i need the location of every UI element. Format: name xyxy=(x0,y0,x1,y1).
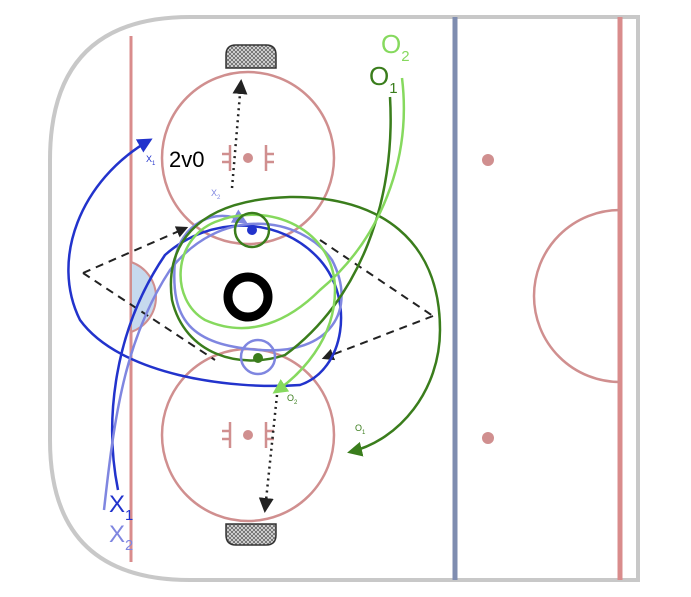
x2-label: X2 xyxy=(109,521,133,554)
net-icon xyxy=(225,44,277,69)
center-circle xyxy=(532,208,621,384)
faceoff-dot-icon xyxy=(247,225,257,235)
drill-label: 2v0 xyxy=(169,147,204,172)
faceoff-circle-top xyxy=(160,70,336,246)
o1-label: O1 xyxy=(369,61,398,97)
pass-diamond xyxy=(82,226,434,361)
faceoff-dot-icon xyxy=(482,154,494,166)
faceoff-dot-icon xyxy=(253,353,263,363)
x1-small-label: X1 xyxy=(146,154,156,167)
x2-small-label: X2 xyxy=(211,188,221,201)
faceoff-dot-icon xyxy=(482,432,494,444)
x1-label: X1 xyxy=(109,491,133,524)
shot-arrow-bottom xyxy=(258,394,279,513)
o2-small-label: O2 xyxy=(287,393,298,406)
o1-small-label: O1 xyxy=(355,423,366,436)
puck-icon xyxy=(223,272,273,322)
x1-puck-marker xyxy=(233,211,271,249)
net-icon xyxy=(225,523,277,546)
o2-path xyxy=(179,77,406,394)
o2-label: O2 xyxy=(381,29,410,65)
o2-puck-marker xyxy=(239,338,277,376)
x1-path xyxy=(67,138,343,491)
